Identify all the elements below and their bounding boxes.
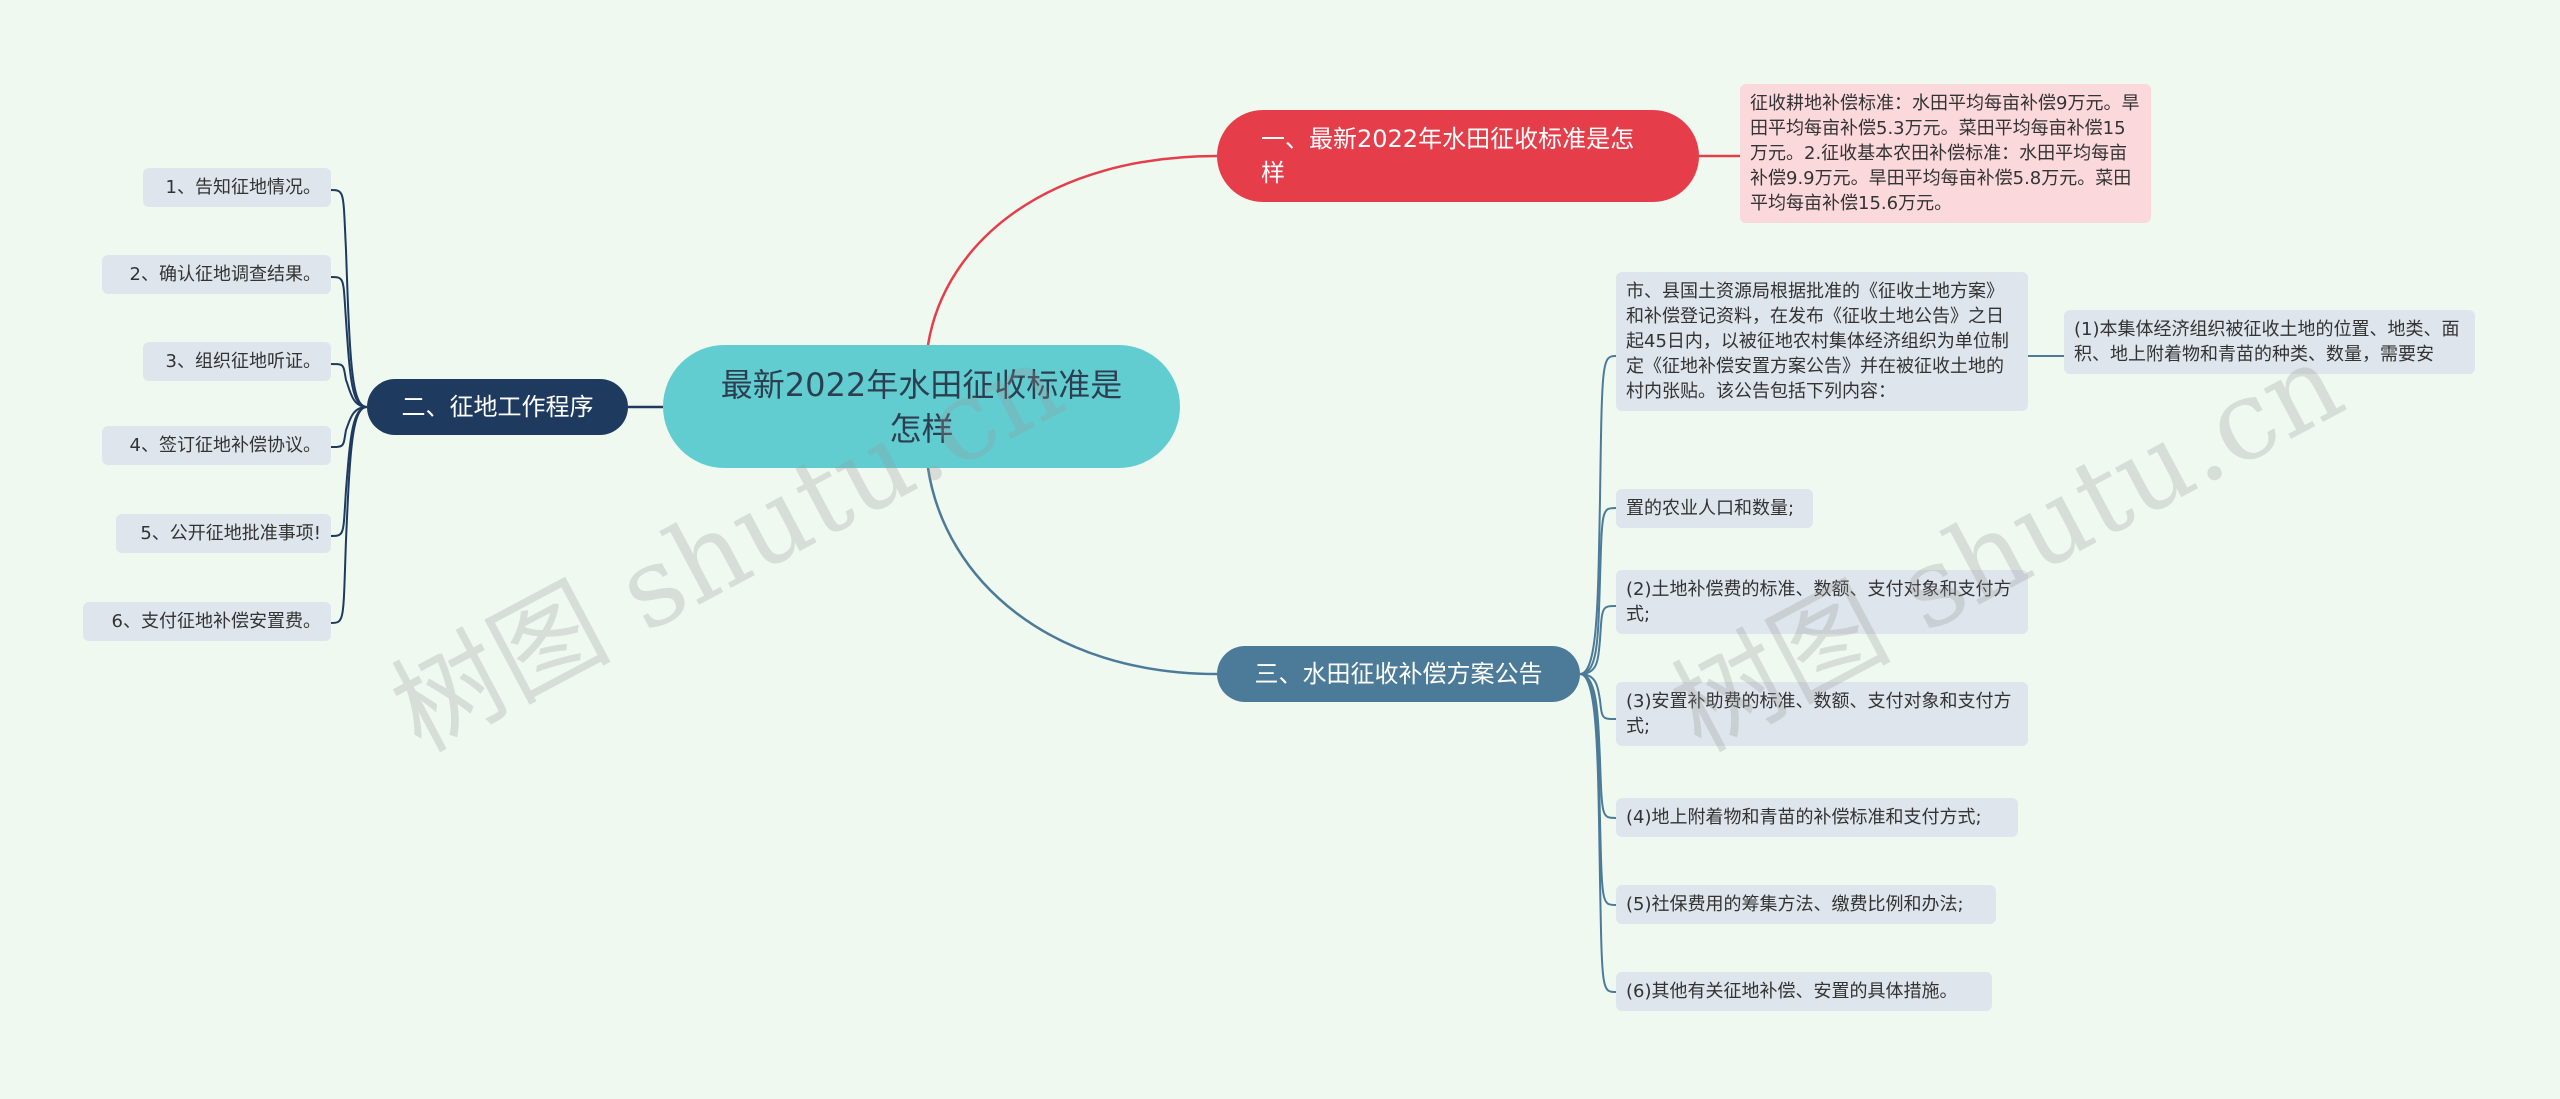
leaf-text: 4、签订征地补偿协议。 bbox=[129, 435, 321, 456]
leaf-text: 市、县国土资源局根据批准的《征收土地方案》和补偿登记资料，在发布《征收土地公告》… bbox=[1626, 281, 2009, 402]
leaf-text: 1、告知征地情况。 bbox=[165, 177, 321, 198]
leaf-text: 6、支付征地补偿安置费。 bbox=[111, 611, 321, 632]
branch-water-field-standard[interactable]: 一、最新2022年水田征收标准是怎样 bbox=[1217, 110, 1699, 202]
leaf-text: 置的农业人口和数量; bbox=[1626, 498, 1795, 519]
link-branch2-leaf4 bbox=[329, 406, 368, 448]
link-branch3-leaf1 bbox=[1579, 355, 1617, 675]
leaf-text: (1)本集体经济组织被征收土地的位置、地类、面积、地上附着物和青苗的种类、数量，… bbox=[2074, 319, 2460, 365]
link-branch3-leaf4 bbox=[1579, 673, 1617, 720]
link-branch2-leaf2 bbox=[329, 276, 368, 408]
leaf-text: 3、组织征地听证。 bbox=[165, 351, 321, 372]
leaf-text: (4)地上附着物和青苗的补偿标准和支付方式; bbox=[1626, 807, 1982, 828]
procedure-item-4[interactable]: 4、签订征地补偿协议。 bbox=[102, 426, 331, 465]
notice-item-other-measures[interactable]: (6)其他有关征地补偿、安置的具体措施。 bbox=[1616, 972, 1992, 1011]
link-branch2-leaf6 bbox=[329, 406, 368, 624]
link-root-branch1 bbox=[926, 154, 1218, 346]
branch-procedure[interactable]: 二、征地工作程序 bbox=[367, 379, 628, 435]
branch-label: 三、水田征收补偿方案公告 bbox=[1254, 660, 1543, 688]
link-branch2-leaf5 bbox=[329, 406, 368, 537]
procedure-item-2[interactable]: 2、确认征地调查结果。 bbox=[102, 255, 331, 294]
branch-label: 一、最新2022年水田征收标准是怎样 bbox=[1261, 125, 1635, 187]
leaf-text: (5)社保费用的筹集方法、缴费比例和办法; bbox=[1626, 894, 1964, 915]
procedure-item-3[interactable]: 3、组织征地听证。 bbox=[143, 342, 331, 381]
leaf-text: 5、公开征地批准事项! bbox=[140, 523, 321, 544]
notice-item-social-security[interactable]: (5)社保费用的筹集方法、缴费比例和办法; bbox=[1616, 885, 1996, 924]
procedure-item-5[interactable]: 5、公开征地批准事项! bbox=[116, 514, 331, 553]
leaf-text: 征收耕地补偿标准：水田平均每亩补偿9万元。旱田平均每亩补偿5.3万元。菜田平均每… bbox=[1750, 93, 2140, 214]
root-topic[interactable]: 最新2022年水田征收标准是怎样 bbox=[663, 345, 1180, 468]
link-branch3-leaf3 bbox=[1579, 605, 1617, 675]
leaf-text: 2、确认征地调查结果。 bbox=[129, 264, 321, 285]
procedure-item-1[interactable]: 1、告知征地情况。 bbox=[143, 168, 331, 207]
notice-item-land-compensation[interactable]: (2)土地补偿费的标准、数额、支付对象和支付方式; bbox=[1616, 570, 2028, 634]
root-topic-label: 最新2022年水田征收标准是怎样 bbox=[720, 365, 1123, 448]
notice-item-intro[interactable]: 市、县国土资源局根据批准的《征收土地方案》和补偿登记资料，在发布《征收土地公告》… bbox=[1616, 272, 2028, 411]
leaf-text: (2)土地补偿费的标准、数额、支付对象和支付方式; bbox=[1626, 579, 2012, 625]
branch1-detail-leaf[interactable]: 征收耕地补偿标准：水田平均每亩补偿9万元。旱田平均每亩补偿5.3万元。菜田平均每… bbox=[1740, 84, 2151, 223]
link-branch3-leaf7 bbox=[1579, 673, 1617, 993]
notice-item-resettlement-subsidy[interactable]: (3)安置补助费的标准、数额、支付对象和支付方式; bbox=[1616, 682, 2028, 746]
leaf-text: (3)安置补助费的标准、数额、支付对象和支付方式; bbox=[1626, 691, 2012, 737]
notice-sub-item-1[interactable]: (1)本集体经济组织被征收土地的位置、地类、面积、地上附着物和青苗的种类、数量，… bbox=[2064, 310, 2475, 374]
procedure-item-6[interactable]: 6、支付征地补偿安置费。 bbox=[83, 602, 331, 641]
link-branch3-leaf5 bbox=[1579, 673, 1617, 819]
leaf-text: (6)其他有关征地补偿、安置的具体措施。 bbox=[1626, 981, 1958, 1002]
branch-compensation-notice[interactable]: 三、水田征收补偿方案公告 bbox=[1217, 646, 1580, 702]
notice-item-population[interactable]: 置的农业人口和数量; bbox=[1616, 489, 1813, 528]
link-branch3-leaf2 bbox=[1579, 507, 1617, 675]
link-branch2-leaf1 bbox=[329, 189, 368, 408]
notice-item-attachments[interactable]: (4)地上附着物和青苗的补偿标准和支付方式; bbox=[1616, 798, 2018, 837]
link-branch2-leaf3 bbox=[329, 363, 368, 408]
branch-label: 二、征地工作程序 bbox=[401, 393, 594, 421]
link-root-branch3 bbox=[926, 467, 1218, 676]
